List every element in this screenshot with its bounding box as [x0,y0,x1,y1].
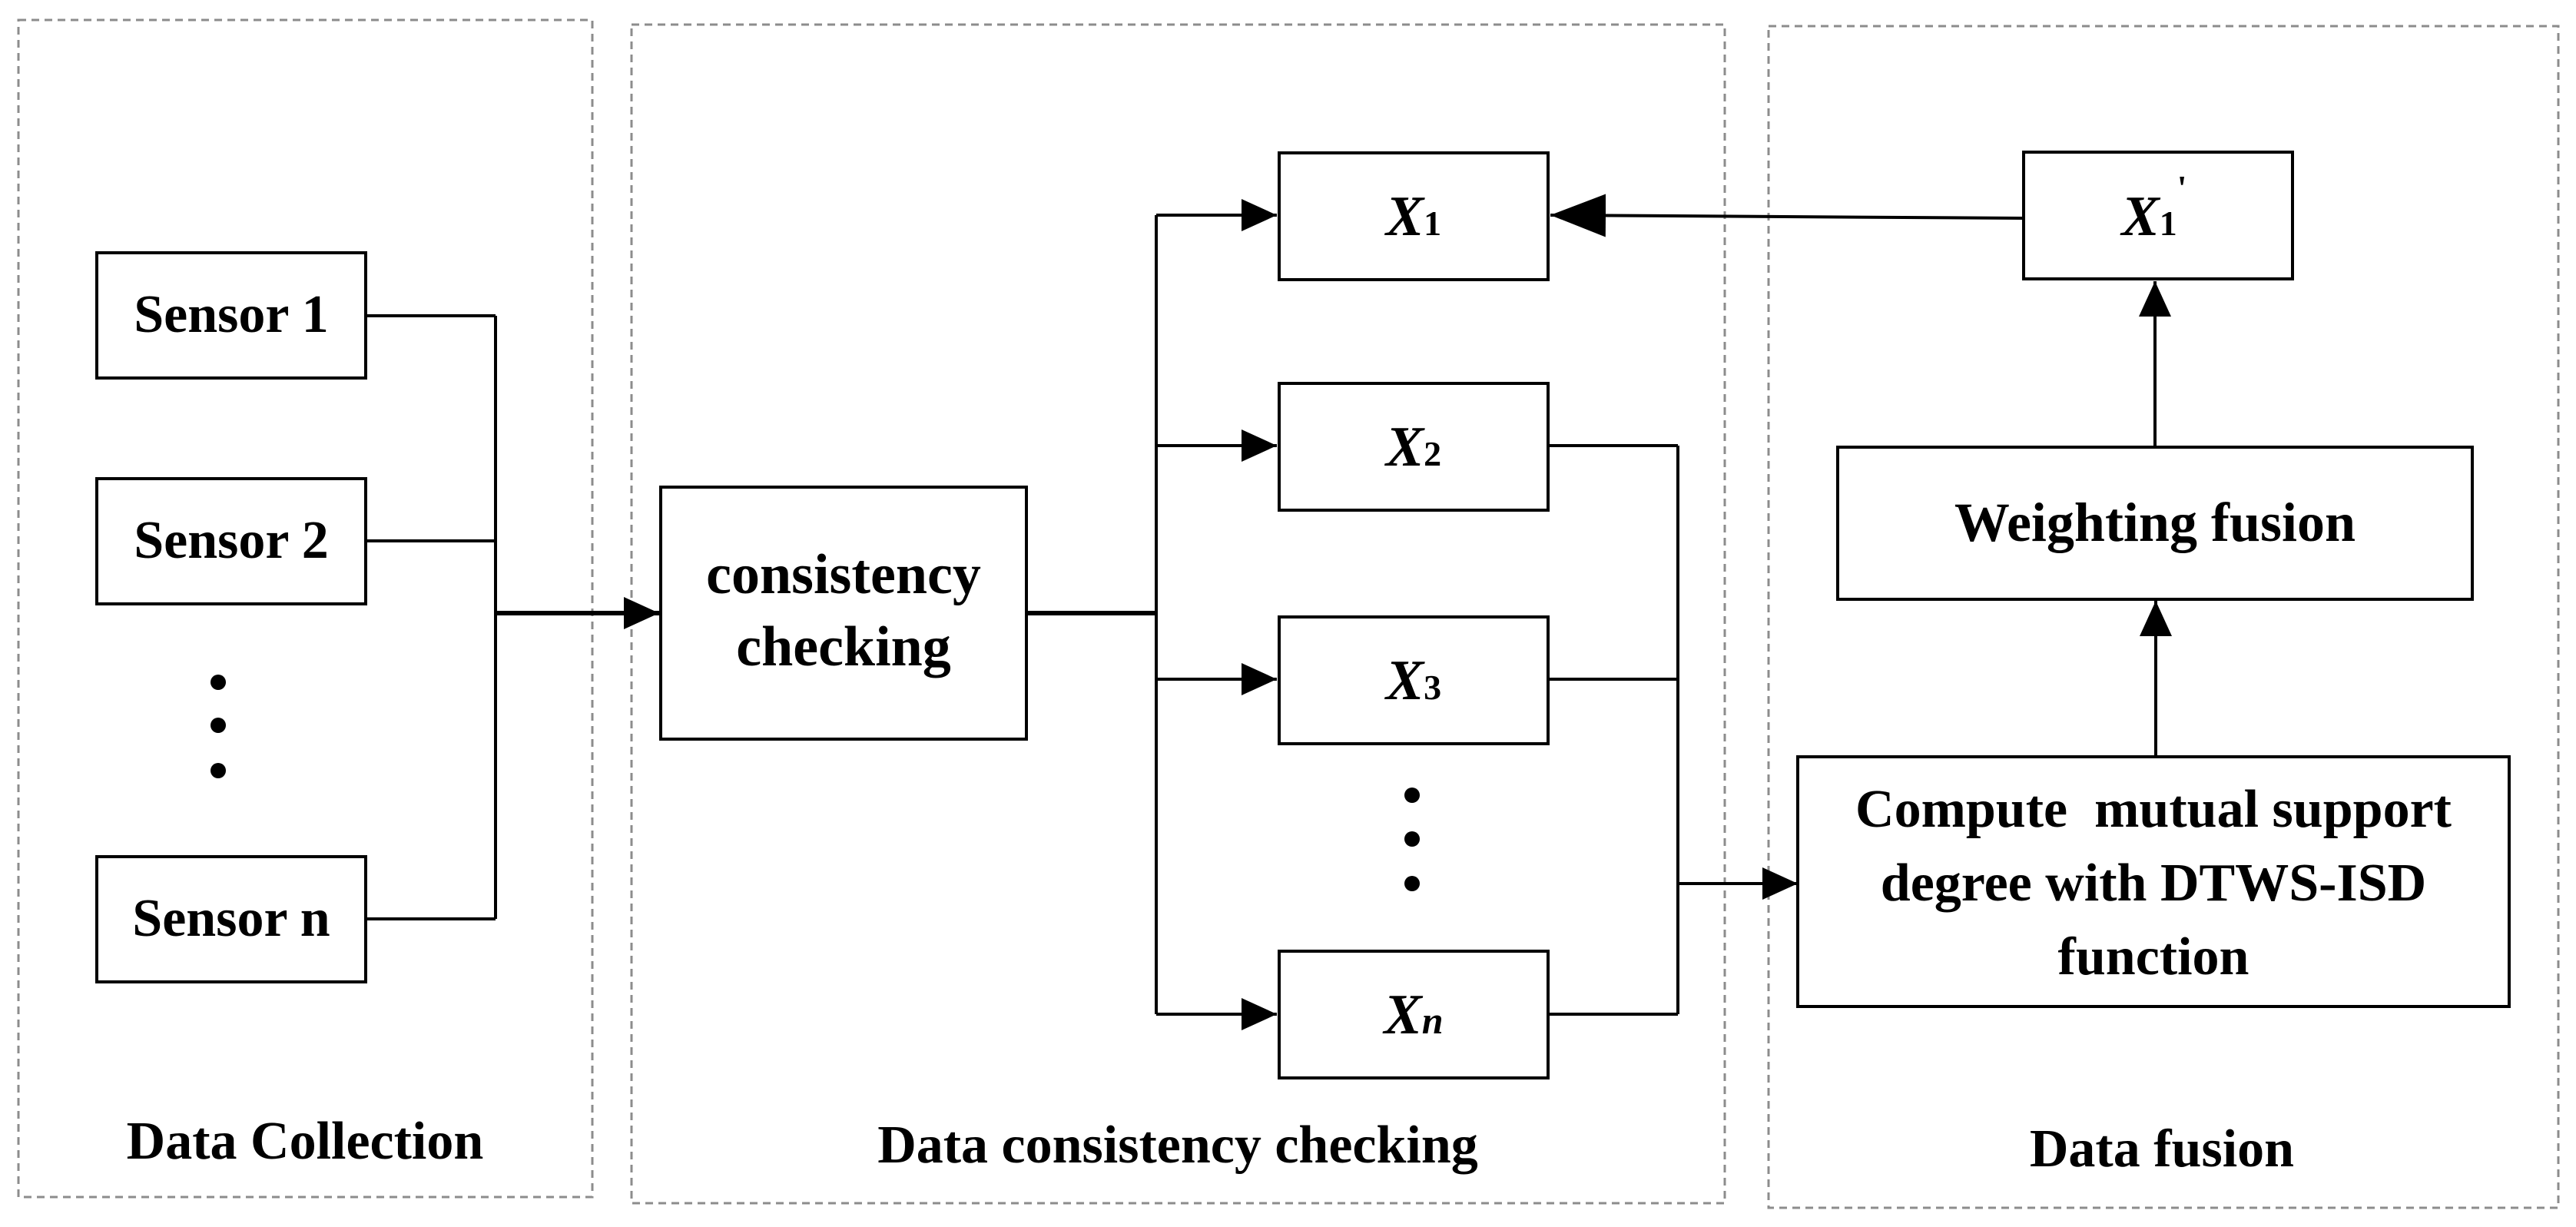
feedback-arrow-x1prime-to-x1 [1550,194,2024,237]
sensor-2-box: Sensor 2 [95,477,367,605]
panel-title-data-collection: Data Collection [127,1112,484,1171]
panel-data-collection [17,18,594,1199]
panel-data-fusion [1767,25,2560,1209]
weighting-fusion-box: Weighting fusion [1836,446,2474,601]
sensor-2-label: Sensor 2 [134,511,328,570]
compute-support-box: Compute mutual support degree with DTWS-… [1796,755,2511,1008]
sensor-n-label: Sensor n [132,889,330,948]
sensor-ellipsis [211,675,226,778]
sensor-1-box: Sensor 1 [95,251,367,380]
x1-label: X1 [1384,185,1441,248]
consistency-checking-box: consistency checking [659,486,1028,741]
weighting-fusion-label: Weighting fusion [1954,492,2356,553]
x1-prime-label: X1' [2120,168,2186,248]
x1-prime-box: X1' [2022,151,2294,280]
x2-box: X2 [1278,382,1550,512]
x3-label: X3 [1384,649,1441,712]
x-ellipsis [1404,788,1420,891]
sensor-n-box: Sensor n [95,855,367,983]
x2-label: X2 [1384,416,1441,479]
compute-line1: Compute mutual support [1855,780,2452,839]
consistency-checking-line1: consistency [706,543,981,606]
compute-line3: function [2058,927,2249,987]
panel-title-data-consistency-checking: Data consistency checking [877,1116,1478,1175]
panel-title-data-fusion: Data fusion [2030,1119,2294,1179]
xn-box: Xn [1278,950,1550,1079]
xn-label: Xn [1382,983,1443,1046]
x3-box: X3 [1278,615,1550,745]
sensor-1-label: Sensor 1 [134,285,328,344]
compute-line2: degree with DTWS-ISD [1881,854,2426,913]
x1-box: X1 [1278,151,1550,281]
consistency-checking-line2: checking [736,615,951,678]
